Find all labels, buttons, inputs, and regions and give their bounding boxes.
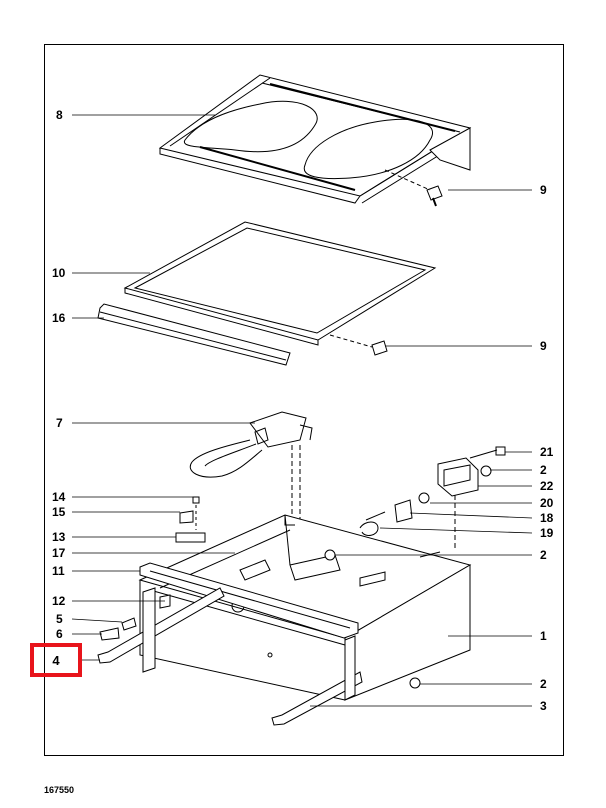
- leader-lines: [71, 114, 533, 707]
- callout-13: 13: [52, 530, 66, 544]
- part-3-rail: [271, 671, 363, 726]
- callout-21: 21: [540, 445, 554, 459]
- part-4-rail: [97, 587, 225, 664]
- callout-16: 16: [52, 311, 66, 325]
- callout-22: 22: [540, 479, 554, 493]
- callout-19: 19: [540, 526, 554, 540]
- part-16-strip: [97, 303, 291, 366]
- right-switch-assembly: [359, 446, 506, 548]
- part-8-cooktop-panel: [158, 74, 472, 204]
- callout-5: 5: [56, 612, 63, 626]
- callout-9a: 9: [540, 183, 547, 197]
- side-posts: [99, 549, 421, 701]
- part-11-rail: [139, 562, 359, 639]
- part-10-frame: [123, 221, 437, 346]
- callout-14: 14: [52, 490, 66, 504]
- part-7-heating-element: [189, 411, 313, 560]
- callout-1: 1: [540, 629, 547, 643]
- callout-20: 20: [540, 496, 554, 510]
- callout-15: 15: [52, 505, 66, 519]
- diagram-frame: [44, 44, 564, 756]
- callout-3: 3: [540, 699, 547, 713]
- screw-9-lower: [329, 334, 388, 356]
- callout-12: 12: [52, 594, 66, 608]
- callout-2c: 2: [540, 677, 547, 691]
- callout-10: 10: [52, 266, 66, 280]
- callout-18: 18: [540, 511, 554, 525]
- highlight-box: [30, 643, 82, 677]
- callout-8: 8: [56, 108, 63, 122]
- document-id: 167550: [44, 785, 75, 795]
- callout-2a: 2: [540, 463, 547, 477]
- callout-11: 11: [52, 564, 65, 578]
- callout-2b: 2: [540, 548, 547, 562]
- callout-labels: 8 9 9 10 16 7 21 2 22 20 14 15 18 19 13 …: [52, 108, 554, 713]
- callout-17: 17: [52, 546, 66, 560]
- callout-6: 6: [56, 627, 63, 641]
- screw-9-top: [384, 169, 443, 207]
- callout-7: 7: [56, 416, 63, 430]
- callout-9b: 9: [540, 339, 547, 353]
- highlight-label-4: 4: [52, 652, 60, 668]
